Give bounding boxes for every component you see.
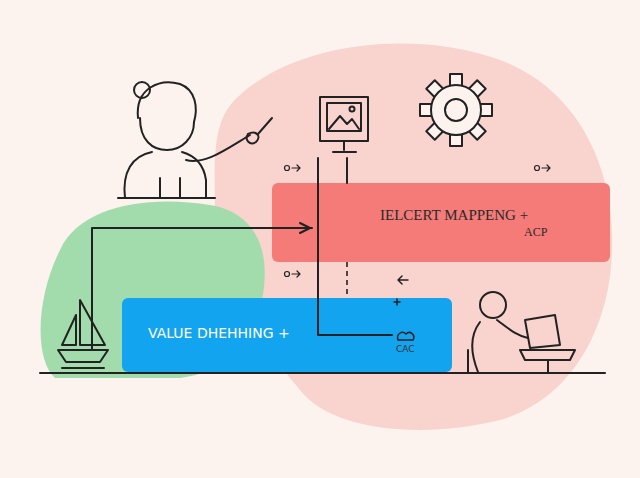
arrow-tip	[300, 223, 310, 233]
body	[124, 152, 206, 198]
small-arrow	[398, 276, 408, 284]
gear-hub	[445, 99, 467, 121]
pink-blob	[215, 43, 612, 430]
bullet-dot	[285, 272, 290, 277]
band-title: VALUE DHEHHING +	[148, 325, 290, 341]
gear-rim	[431, 85, 481, 135]
bullet-dot	[285, 166, 290, 171]
plus-mark	[394, 299, 400, 305]
picture-frame	[327, 103, 361, 131]
gear-tooth	[467, 121, 485, 139]
arm	[186, 135, 250, 161]
mountain	[329, 116, 359, 129]
ground-line	[40, 372, 605, 374]
bullet-dot	[535, 166, 540, 171]
connector-line	[346, 262, 348, 298]
body	[472, 320, 528, 372]
hand	[247, 133, 259, 144]
gear-tooth	[420, 104, 434, 116]
hull	[58, 350, 108, 362]
gear-tooth	[450, 74, 462, 88]
laptop	[520, 315, 575, 360]
chair	[467, 350, 469, 372]
band-subtext: ACP	[524, 225, 547, 240]
monitor-frame	[320, 97, 368, 141]
process-band: IELCERT MAPPENG +ACP	[272, 183, 610, 262]
monitor-icon	[320, 97, 368, 152]
flow-line	[318, 158, 392, 335]
process-band: VALUE DHEHHING + CAC	[122, 298, 452, 372]
gear-icon	[420, 74, 492, 146]
bullet-arrow	[285, 165, 551, 277]
gear-tooth	[450, 132, 462, 146]
head	[480, 292, 506, 318]
flow-line	[346, 158, 348, 183]
face	[140, 118, 194, 150]
bullet-arrow-line	[542, 165, 550, 171]
sailboat-icon	[58, 300, 108, 368]
sail	[62, 315, 76, 345]
gear-tooth	[478, 104, 492, 116]
cloud-mark	[398, 332, 414, 340]
woman-figure	[118, 82, 272, 198]
sun	[350, 107, 355, 112]
desk-leg	[547, 360, 549, 372]
man-at-laptop	[468, 292, 575, 372]
sail	[80, 300, 105, 345]
pointer-pen	[258, 118, 272, 134]
hair	[138, 82, 196, 122]
flow-line	[92, 228, 312, 350]
hair-bun	[134, 82, 150, 98]
desk	[118, 178, 215, 198]
gear-tooth	[426, 121, 444, 139]
gear-tooth	[467, 80, 485, 98]
monitor-stand	[333, 141, 356, 152]
bullet-arrow-line	[292, 165, 300, 171]
gear-tooth	[426, 80, 444, 98]
hull-line	[62, 367, 104, 369]
bullet-arrow-line	[292, 271, 300, 277]
band-title: IELCERT MAPPENG +	[380, 207, 528, 224]
band-subtext: CAC	[396, 344, 415, 354]
